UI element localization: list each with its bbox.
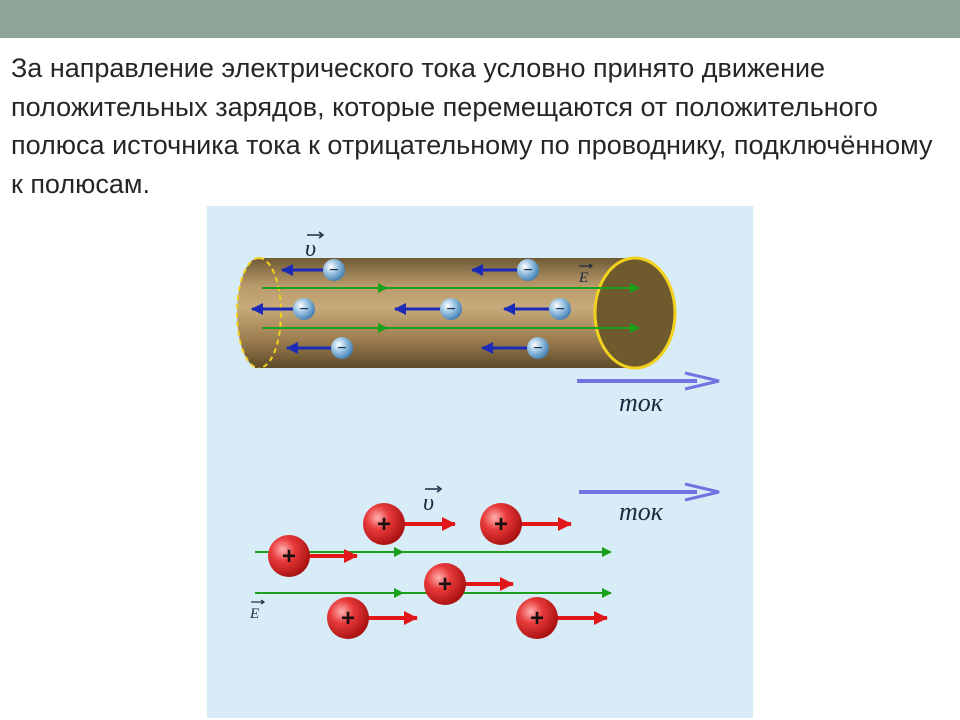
svg-text:+: + (438, 571, 452, 598)
svg-text:−: − (337, 340, 346, 357)
positive-charge: + (480, 503, 572, 545)
svg-text:−: − (555, 301, 564, 318)
positive-charge: + (327, 597, 418, 639)
svg-text:+: + (377, 511, 391, 538)
current-arrow-bottom (579, 482, 720, 502)
positive-charge: + (516, 597, 608, 639)
field-label-bottom: E (249, 599, 266, 622)
svg-text:E: E (578, 270, 588, 286)
current-direction-diagram: − − − − − − − (207, 206, 753, 718)
svg-text:−: − (523, 262, 532, 279)
svg-text:−: − (533, 340, 542, 357)
svg-text:−: − (299, 301, 308, 318)
electron: − (481, 337, 549, 359)
conductor-end-face (593, 256, 677, 370)
positive-charge: + (363, 503, 456, 545)
slide-paragraph: За направление электрического тока услов… (11, 53, 933, 199)
electron: − (286, 337, 353, 359)
diagram-canvas: − − − − − − − (236, 231, 720, 639)
electron: − (281, 259, 345, 281)
svg-text:+: + (282, 543, 296, 570)
current-label-top: ток (619, 388, 664, 417)
svg-text:−: − (329, 262, 338, 279)
field-label-top: E (578, 263, 594, 286)
electron: − (503, 298, 571, 320)
velocity-label-bottom: υ (423, 485, 443, 516)
svg-text:E: E (249, 606, 259, 622)
svg-text:+: + (494, 511, 508, 538)
svg-text:+: + (341, 605, 355, 632)
velocity-label-top: υ (305, 231, 325, 262)
current-arrow-top (577, 371, 720, 391)
electron: − (471, 259, 539, 281)
svg-text:υ: υ (305, 236, 316, 262)
conductor (236, 257, 635, 369)
current-label-bottom: ток (619, 497, 664, 526)
svg-text:υ: υ (423, 490, 434, 516)
positive-charge: + (424, 563, 514, 605)
electron: − (251, 298, 315, 320)
slide-header-bar (0, 0, 960, 38)
positive-charge: + (268, 535, 358, 577)
svg-text:−: − (446, 301, 455, 318)
electron: − (394, 298, 462, 320)
svg-text:+: + (530, 605, 544, 632)
